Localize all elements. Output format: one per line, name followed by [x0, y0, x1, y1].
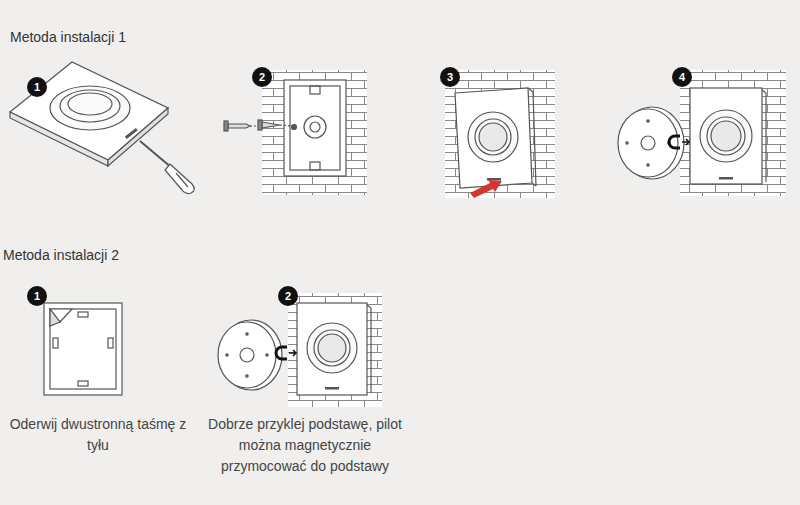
remote-control	[618, 107, 684, 179]
brick-wall	[262, 70, 367, 195]
switch-panel	[297, 303, 371, 395]
magnet-icon	[669, 136, 689, 148]
step-caption: Dobrze przyklej podstawę, pilot można ma…	[205, 414, 405, 477]
step-caption: Oderwij dwustronną taśmę z tyłu	[4, 414, 192, 456]
callout-number: 1	[28, 78, 46, 96]
section-heading: Metoda instalacji 1	[10, 27, 126, 47]
callout-circles	[27, 67, 692, 306]
callout-number: 2	[253, 68, 271, 86]
screwdriver	[140, 141, 194, 194]
switch-panel	[690, 88, 766, 184]
magnet-icon	[276, 347, 296, 359]
callout-number: 1	[28, 287, 46, 305]
switch-plate	[10, 62, 168, 166]
push-arrow	[470, 180, 502, 198]
brick-wall	[445, 70, 555, 198]
section-heading: Metoda instalacji 2	[3, 245, 119, 265]
callout-number: 4	[673, 68, 691, 86]
mounting-base	[284, 80, 346, 176]
brick-wall	[680, 70, 786, 196]
brick-wall	[288, 293, 382, 407]
mounting-base-tape	[44, 303, 122, 395]
remote-control	[218, 320, 282, 390]
callout-number: 3	[441, 68, 459, 86]
switch-panel	[455, 88, 536, 188]
screws	[224, 120, 292, 131]
callout-number: 2	[279, 287, 297, 305]
